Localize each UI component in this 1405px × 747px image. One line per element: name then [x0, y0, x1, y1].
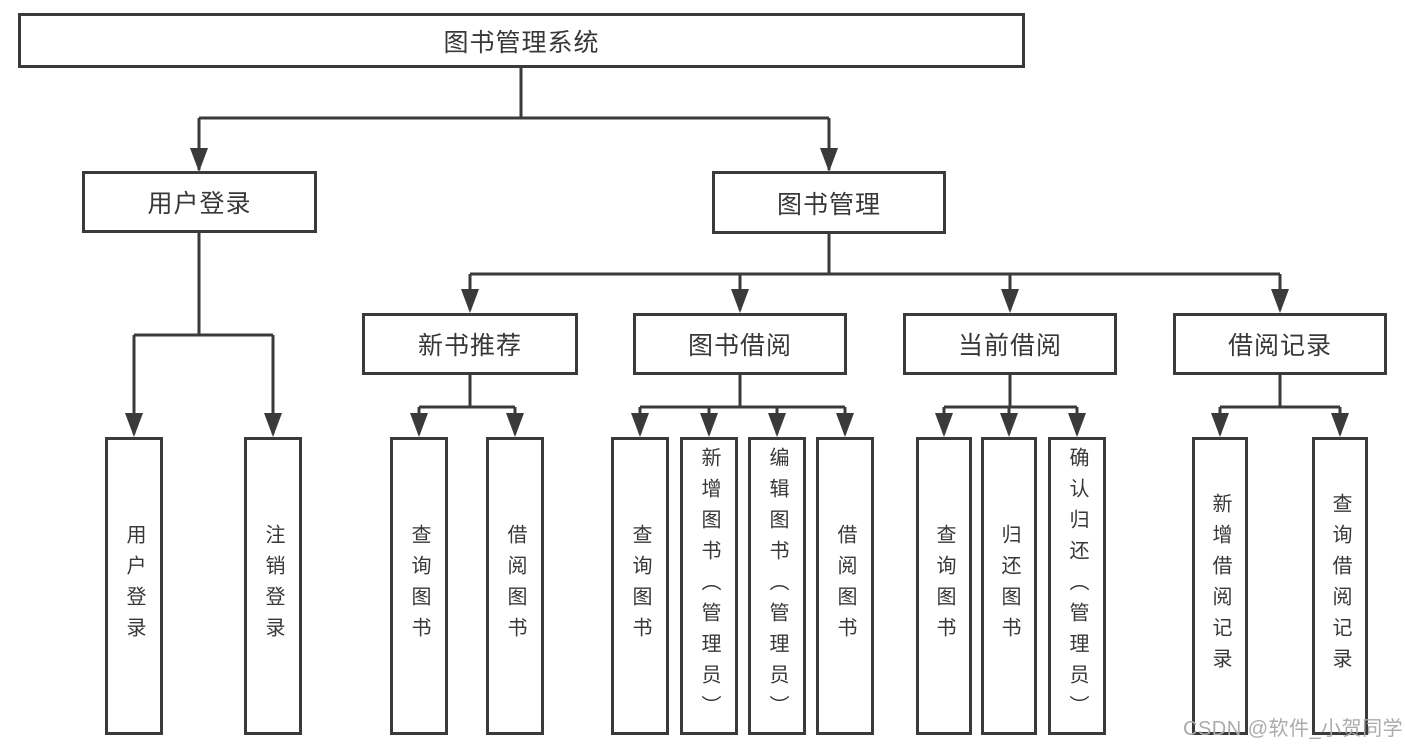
- node-label: 查询借阅记录: [1329, 493, 1351, 679]
- node-label: 图书管理: [776, 190, 881, 219]
- arrowhead-icon: [190, 148, 208, 172]
- arrowhead-icon: [1001, 289, 1019, 313]
- arrowheads: [125, 148, 1349, 437]
- node-new-book-recommend: 新书推荐: [362, 313, 578, 375]
- node-label: 借阅图书: [834, 524, 856, 648]
- connector-group: [132, 68, 1342, 434]
- arrowhead-icon: [125, 413, 143, 437]
- node-library-management-system: 图书管理系统: [18, 13, 1025, 68]
- connector-book-management-to-level3: [468, 234, 1282, 310]
- arrowhead-icon: [935, 413, 953, 437]
- arrowhead-icon: [1000, 413, 1018, 437]
- node-label: 归还图书: [998, 524, 1020, 648]
- arrowhead-icon: [820, 148, 838, 172]
- node-label: 当前借阅: [957, 332, 1062, 360]
- arrowhead-icon: [1211, 413, 1229, 437]
- node-book-management: 图书管理: [712, 171, 946, 234]
- node-label: 查询图书: [408, 524, 430, 648]
- connector-borrow-records-to-leaves: [1218, 375, 1342, 434]
- node-label: 图书借阅: [687, 332, 792, 360]
- node-user-login: 用户登录: [82, 171, 317, 233]
- arrowhead-icon: [1331, 413, 1349, 437]
- leaf-borrow-books: 借阅图书: [816, 437, 874, 735]
- arrowhead-icon: [631, 413, 649, 437]
- node-label: 图书管理系统: [443, 28, 600, 57]
- leaf-user-login: 用户登录: [105, 437, 163, 735]
- leaf-add-borrow-record: 新增借阅记录: [1192, 437, 1248, 735]
- node-label: 借阅记录: [1227, 332, 1332, 360]
- node-label: 新增借阅记录: [1209, 493, 1231, 679]
- arrowhead-icon: [768, 413, 786, 437]
- node-borrow-records: 借阅记录: [1173, 313, 1387, 375]
- node-label: 确认归还（管理员）: [1066, 446, 1088, 726]
- arrowhead-icon: [1271, 289, 1289, 313]
- arrowhead-icon: [731, 289, 749, 313]
- node-current-borrow: 当前借阅: [903, 313, 1117, 375]
- arrowhead-icon: [700, 413, 718, 437]
- arrowhead-icon: [1068, 413, 1086, 437]
- arrowhead-icon: [506, 413, 524, 437]
- node-label: 用户登录: [147, 190, 252, 218]
- node-book-borrow: 图书借阅: [633, 313, 847, 375]
- leaf-query-books-borrow: 查询图书: [611, 437, 669, 735]
- connector-root-to-level2: [197, 68, 831, 170]
- node-label: 查询图书: [933, 524, 955, 648]
- leaf-return-books: 归还图书: [981, 437, 1037, 735]
- connector-book-borrow-to-leaves: [638, 375, 847, 434]
- connector-new-book-recommend-to-leaves: [417, 375, 517, 434]
- leaf-add-books-admin: 新增图书（管理员）: [680, 437, 738, 735]
- leaf-borrow-books-recommend: 借阅图书: [486, 437, 544, 735]
- leaf-query-books-recommend: 查询图书: [390, 437, 448, 735]
- arrowhead-icon: [461, 289, 479, 313]
- leaf-query-borrow-record: 查询借阅记录: [1312, 437, 1368, 735]
- arrowhead-icon: [410, 413, 428, 437]
- node-label: 借阅图书: [504, 524, 526, 648]
- leaf-logout-login: 注销登录: [244, 437, 302, 735]
- node-label: 注销登录: [262, 524, 284, 648]
- node-label: 新增图书（管理员）: [698, 446, 720, 726]
- leaf-edit-books-admin: 编辑图书（管理员）: [748, 437, 806, 735]
- arrowhead-icon: [264, 413, 282, 437]
- leaf-query-books-current: 查询图书: [916, 437, 972, 735]
- node-label: 编辑图书（管理员）: [766, 446, 788, 726]
- leaf-confirm-return-admin: 确认归还（管理员）: [1048, 437, 1106, 735]
- connector-user-login-to-leaves: [132, 233, 275, 434]
- arrowhead-icon: [836, 413, 854, 437]
- node-label: 查询图书: [629, 524, 651, 648]
- node-label: 用户登录: [123, 524, 145, 648]
- node-label: 新书推荐: [417, 332, 522, 360]
